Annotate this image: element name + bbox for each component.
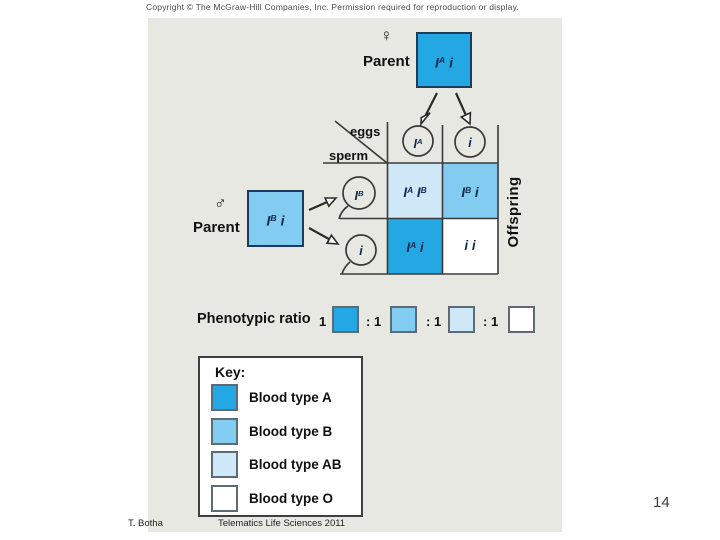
female-parent-label: Parent [363,53,410,70]
key-label-type-ab: Blood type AB [249,457,342,472]
punnett-cell-o: i i [442,218,498,275]
page-number: 14 [653,494,670,511]
ratio-number: 1 [319,314,327,329]
punnett-cell-a: IA i [387,218,443,274]
offspring-label: Offspring [505,176,522,248]
ratio-swatch-type-b [390,306,417,333]
punnett-cell-b: IB i [442,163,498,219]
footer-author: T. Botha [128,518,163,529]
key-swatch-type-a [211,384,238,411]
ratio-number: : 1 [426,314,442,329]
egg-allele-i: i [468,136,472,150]
ratio-number: : 1 [366,314,382,329]
female-sign-icon: ♀ [380,26,393,45]
key-swatch-type-ab [211,451,238,478]
sperm-corner-label: sperm [329,148,369,163]
egg-allele-ia: IA [413,136,423,151]
sperm-allele-ib: IB [354,188,364,203]
ratio-number: : 1 [483,314,499,329]
male-parent-genotype-box: IB i [247,190,304,247]
copyright-text: Copyright © The McGraw-Hill Companies, I… [146,2,519,12]
eggs-corner-label: eggs [350,124,381,139]
key-title: Key: [215,364,246,380]
key-label-type-a: Blood type A [249,390,332,405]
male-parent-label: Parent [193,219,240,236]
key-swatch-type-o [211,485,238,512]
punnett-cell-ab: IA IB [387,163,443,219]
female-parent-genotype-box: IA i [416,32,472,88]
footer-course: Telematics Life Sciences 2011 [218,518,346,529]
male-sign-icon: ♂ [214,194,227,213]
ratio-swatch-type-a [332,306,359,333]
key-label-type-b: Blood type B [249,424,333,439]
key-legend-box: Key: Blood type A Blood type B Blood typ… [198,356,363,517]
key-label-type-o: Blood type O [249,491,333,506]
phenotypic-ratio-label: Phenotypic ratio [197,311,311,327]
sperm-allele-i: i [359,244,363,258]
ratio-swatch-type-ab [448,306,475,333]
ratio-swatch-type-o [508,306,535,333]
key-swatch-type-b [211,418,238,445]
